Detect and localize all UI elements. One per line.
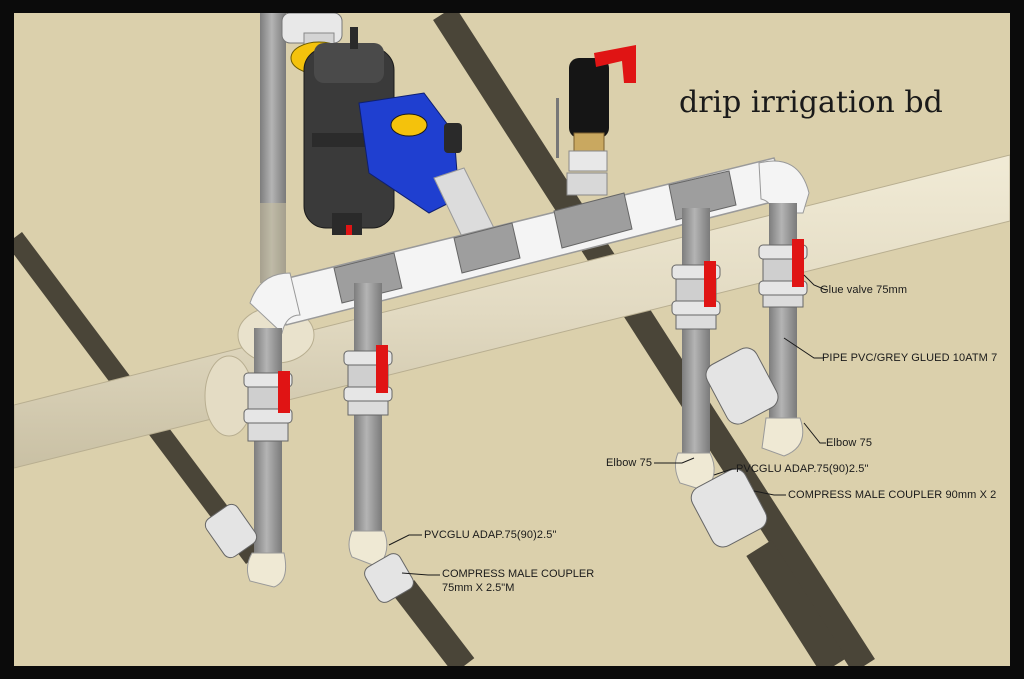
valve-1 [243,371,293,442]
label-compress-right: COMPRESS MALE COUPLER 90mm X 2 [788,489,997,501]
main-pipe [14,154,1010,469]
coupler-bottom-4 [705,347,779,425]
valve-2 [343,345,393,416]
label-elbow-right: Elbow 75 [826,437,873,449]
label-compress-left-line2: 75mm X 2.5"M [442,582,515,594]
main-pipe-body [14,154,1010,469]
coupler-bottom-1 [204,503,258,559]
label-pvcglu-adap-right: PVCGLU ADAP.75(90)2.5" [736,463,869,475]
label-pvcglu-adap-left: PVCGLU ADAP.75(90)2.5" [424,529,557,541]
main-pipe-socket [204,355,254,437]
valve-1-handle [278,371,290,413]
valve-4 [758,239,808,308]
filter-assembly [281,13,495,246]
valve-3 [671,261,721,330]
elbow-bottom-4 [761,417,804,457]
label-pipe-pvc: PIPE PVC/GREY GLUED 10ATM 7 [822,352,998,364]
diagram-title: drip irrigation bd [679,85,943,120]
manifold [249,157,810,334]
label-compress-left: COMPRESS MALE COUPLER 75mm X 2.5"M [442,567,594,595]
leader-lines [388,274,827,576]
valve-4-handle [792,239,804,287]
valve-3-handle [704,261,716,307]
ball-valves [243,239,808,442]
elbow-bottom-1 [246,552,287,588]
label-compress-left-line1: COMPRESS MALE COUPLER [442,568,595,580]
diagram-canvas: drip irrigation bd Glue valve 75mm PIPE … [14,13,1010,666]
coupler-bottom-2 [364,553,414,603]
drop-pipe-3 [682,208,710,463]
hose-top-diagonal [433,13,875,666]
drop-pipe-1 [254,328,282,568]
label-glue-valve: Glue valve 75mm [820,284,908,296]
hose-bottom-left [393,580,475,666]
bottom-fittings [204,347,804,603]
piping-illustration [14,13,1010,666]
valve-2-handle [376,345,388,393]
drop-pipes [254,203,797,568]
air-valve-handle [594,45,636,83]
coupler-bottom-3 [690,468,768,548]
hose-bottom-right [746,539,847,666]
air-valve [556,45,636,196]
label-elbow-left: Elbow 75 [606,457,653,469]
